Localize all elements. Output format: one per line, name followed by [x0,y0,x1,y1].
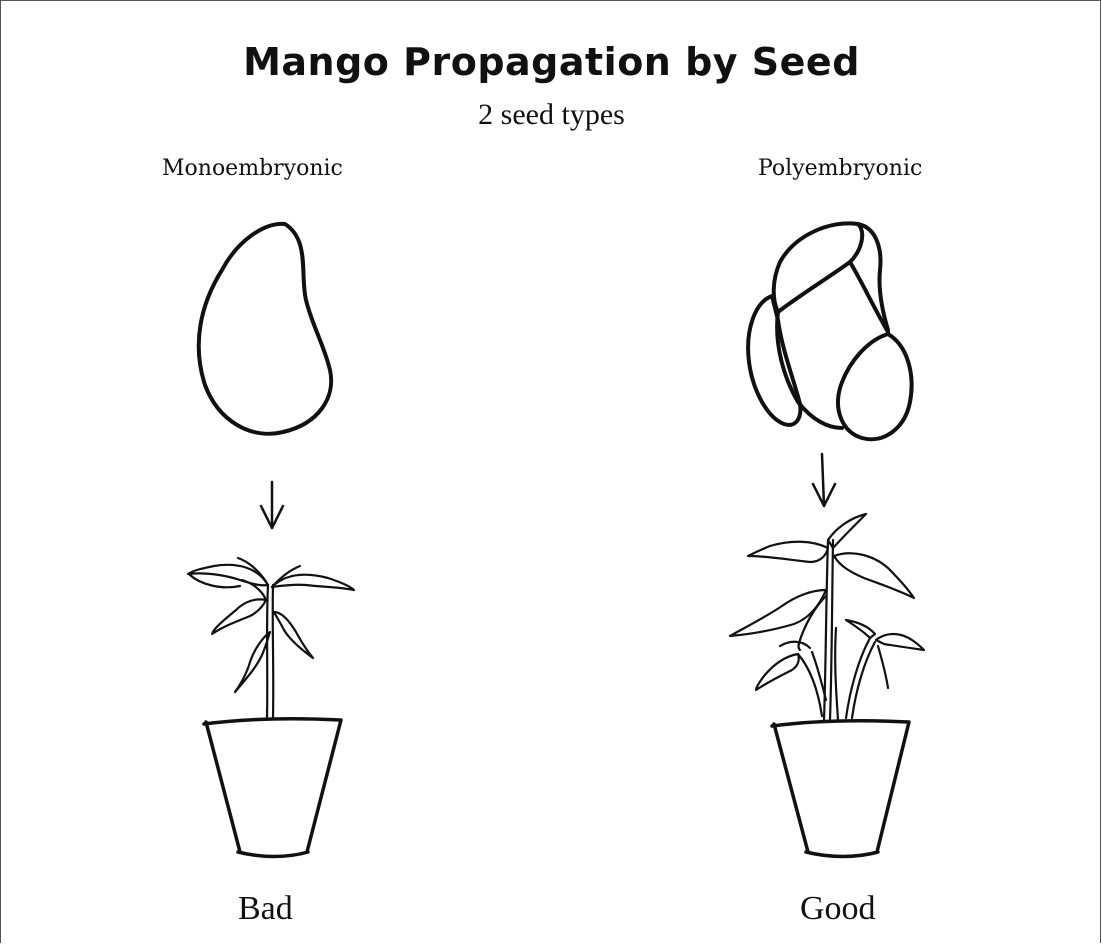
monoembryonic-seedling-icon [188,558,354,718]
monoembryonic-outcome-label: Bad [238,890,293,928]
polyembryonic-seedling-icon [730,514,924,720]
monoembryonic-pot-icon [204,719,341,857]
arrow-down-icon [813,454,835,506]
polyembryonic-pot-icon [772,721,909,857]
monoembryonic-seed-icon [199,224,331,434]
polyembryonic-seed-icon [748,223,911,439]
arrow-down-icon [261,482,283,528]
polyembryonic-outcome-label: Good [800,890,876,928]
